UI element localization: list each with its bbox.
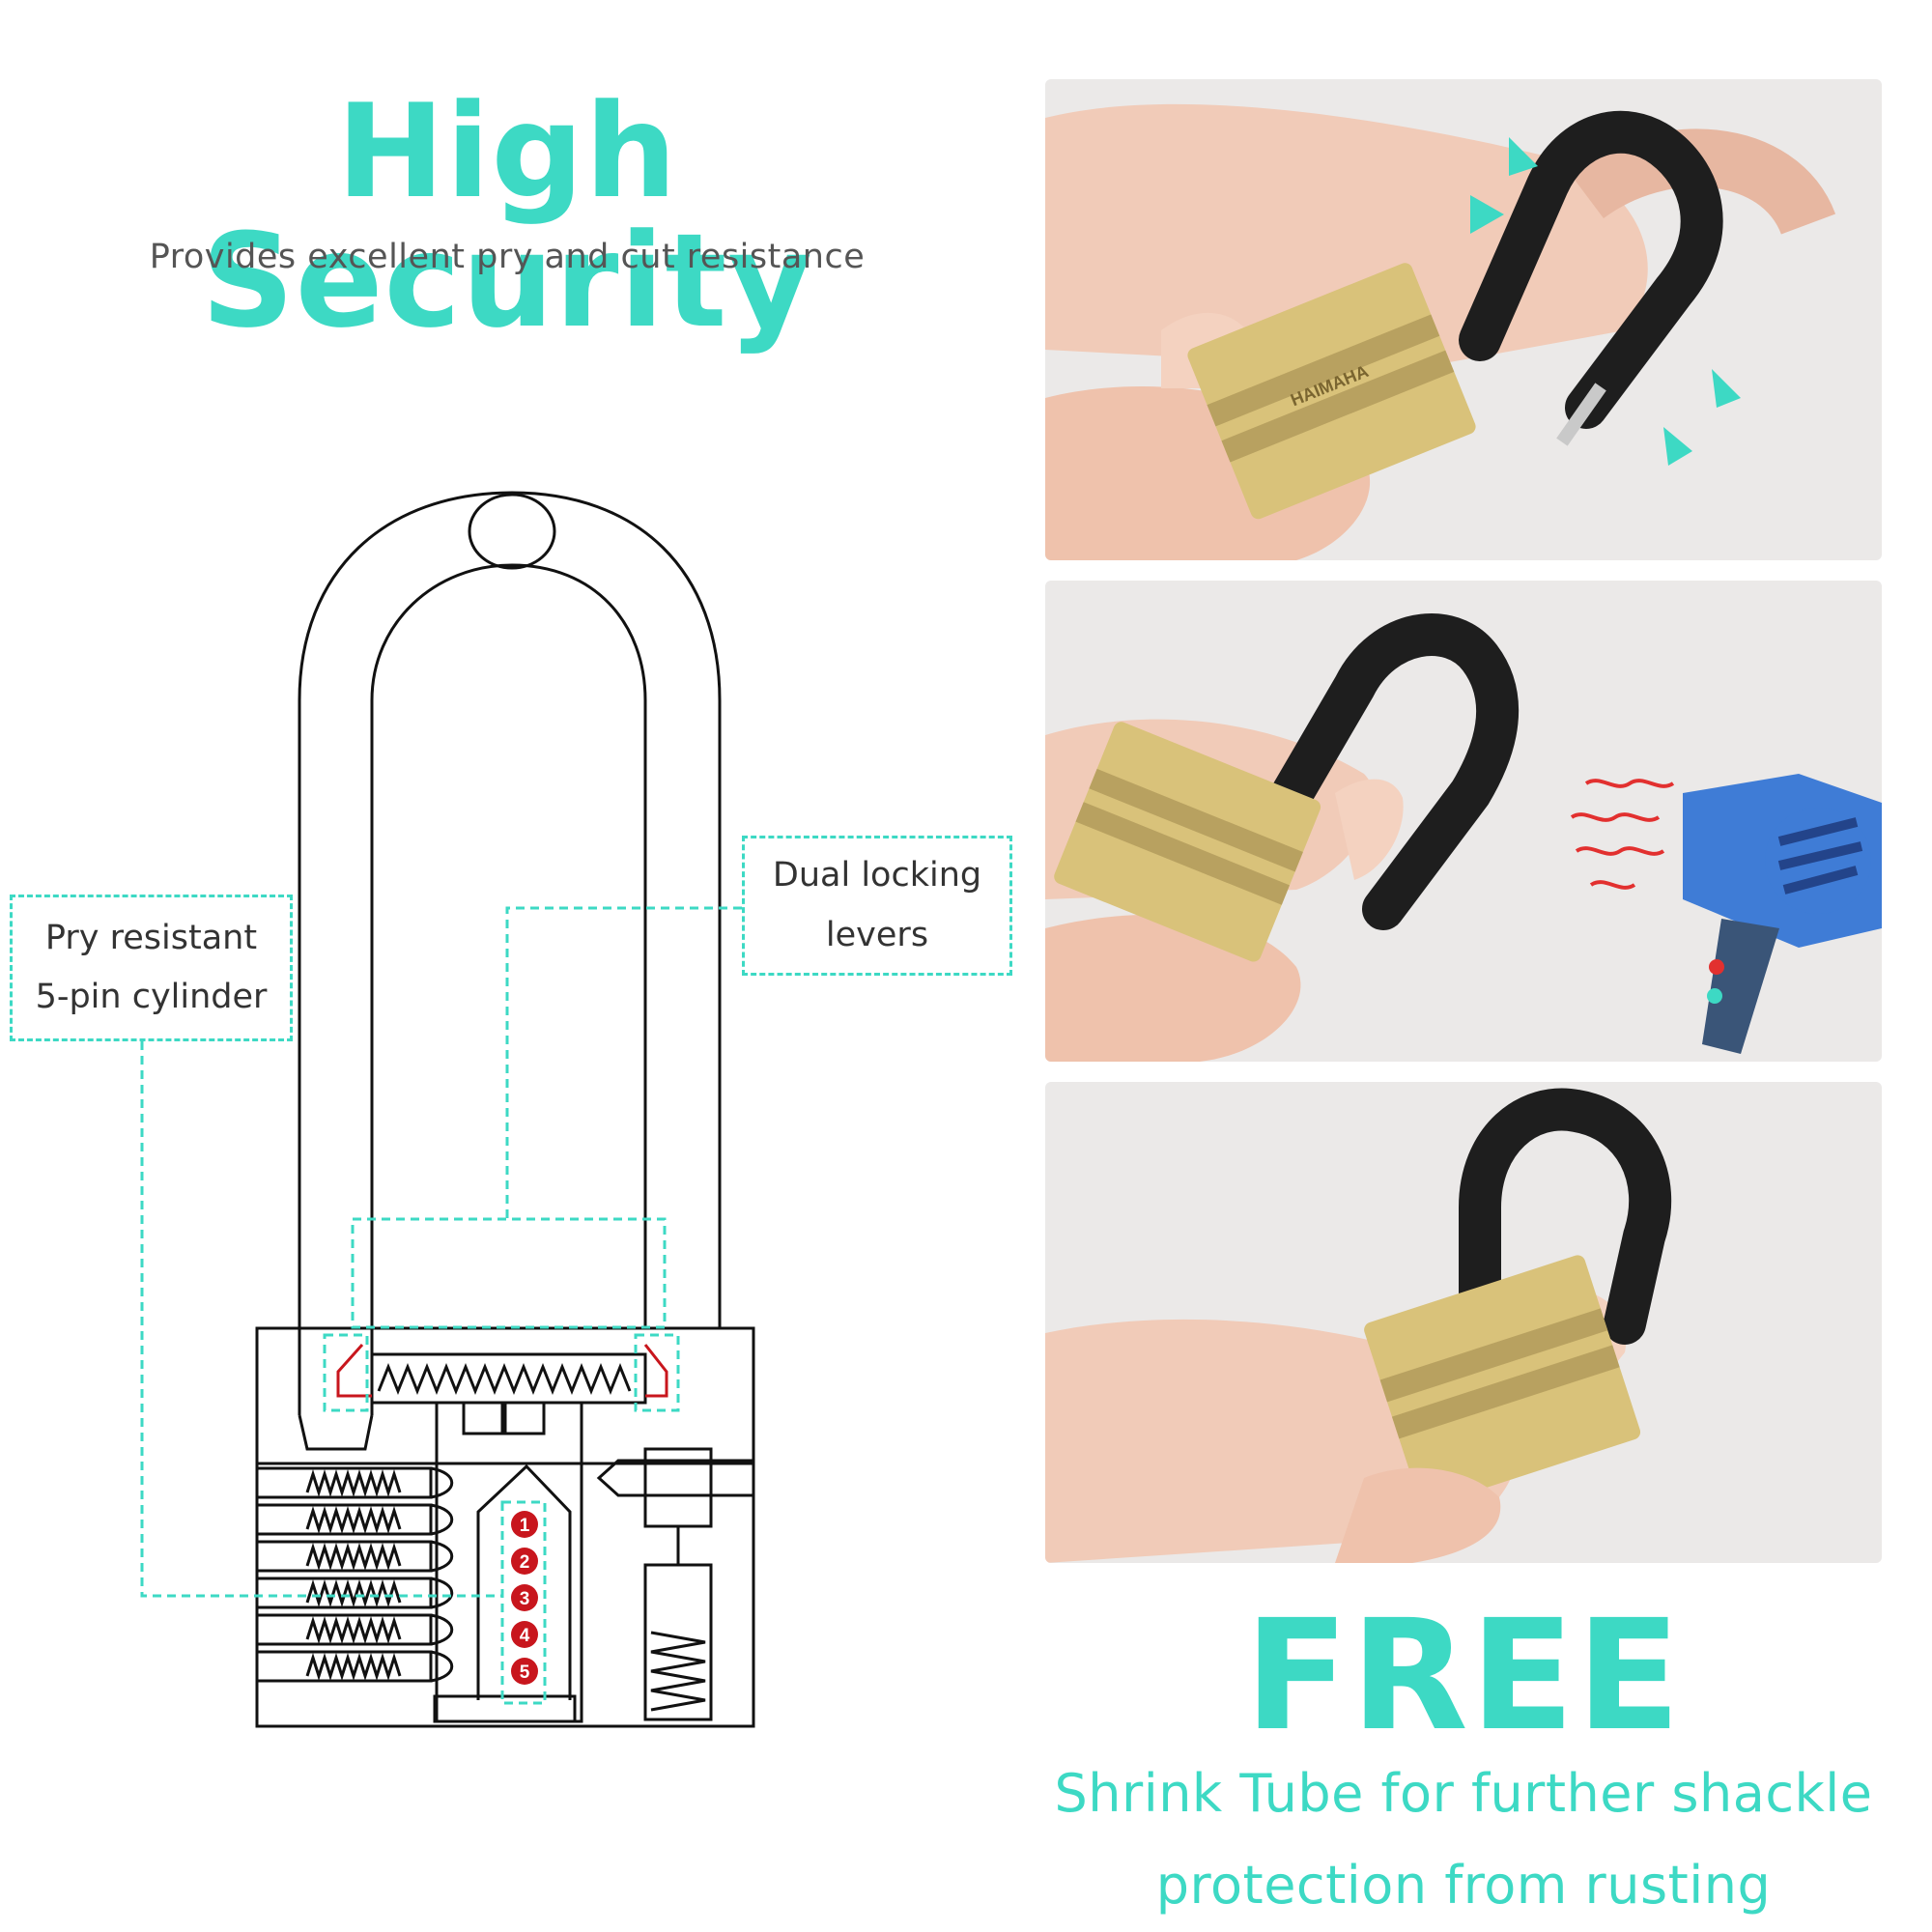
callout-dual-line1: Dual locking [772, 856, 982, 895]
cam-block [435, 1401, 583, 1723]
lever-spring [377, 1362, 632, 1396]
brass-lock-body [1364, 1255, 1641, 1507]
pin-number-3: 3 [520, 1589, 530, 1609]
shackle-inner [370, 563, 647, 1415]
photo-finished-lock [1045, 1082, 1882, 1563]
lock-cutaway-diagram: 1 2 3 4 5 [140, 491, 755, 1728]
shackle-outline [298, 491, 722, 1415]
compress-arrows-icon [1470, 137, 1741, 466]
pin-number-4: 4 [520, 1626, 530, 1646]
shrink-tube [1459, 1088, 1672, 1345]
callout-pry-resistant: Pry resistant 5-pin cylinder [10, 895, 293, 1041]
hair-dryer-icon [1683, 774, 1882, 1054]
pin-highlight [500, 1500, 547, 1705]
pin-numbers: 1 2 3 4 5 [511, 1511, 538, 1685]
page-subtitle: Provides excellent pry and cut resistanc… [149, 238, 866, 276]
shackle-foot [298, 1414, 374, 1451]
photo-apply-tube: HAIMAHA [1045, 79, 1882, 560]
right-locking-lever [643, 1344, 668, 1398]
cylinder-plug [476, 1463, 572, 1700]
right-lever [596, 1459, 755, 1497]
free-description-line2: protection from rusting [1155, 1855, 1772, 1916]
brass-lock-body [1054, 722, 1321, 962]
shrink-tube [1265, 613, 1520, 930]
photo-heat-tube [1045, 581, 1882, 1062]
callout-pry-line1: Pry resistant [44, 918, 258, 957]
brass-lock-body: HAIMAHA [1187, 263, 1476, 520]
shrink-tube [1459, 110, 1723, 429]
shackle-rivet [468, 493, 556, 570]
callout-dual-line2: levers [825, 915, 929, 954]
callout-pry-line2: 5-pin cylinder [35, 978, 268, 1016]
left-locking-lever [336, 1344, 372, 1398]
pin-number-2: 2 [520, 1552, 530, 1573]
free-title: FREE [1244, 1587, 1683, 1765]
heat-wave-icon [1570, 779, 1675, 890]
callout-dual-locking: Dual locking levers [742, 836, 1012, 976]
dual-lever-highlight [351, 1217, 667, 1329]
page-title: High Security [201, 76, 813, 356]
pin-number-1: 1 [520, 1516, 530, 1536]
pin-number-5: 5 [520, 1662, 530, 1683]
free-description-line1: Shrink Tube for further shackle [1054, 1763, 1873, 1824]
pin-stack [255, 1466, 453, 1683]
